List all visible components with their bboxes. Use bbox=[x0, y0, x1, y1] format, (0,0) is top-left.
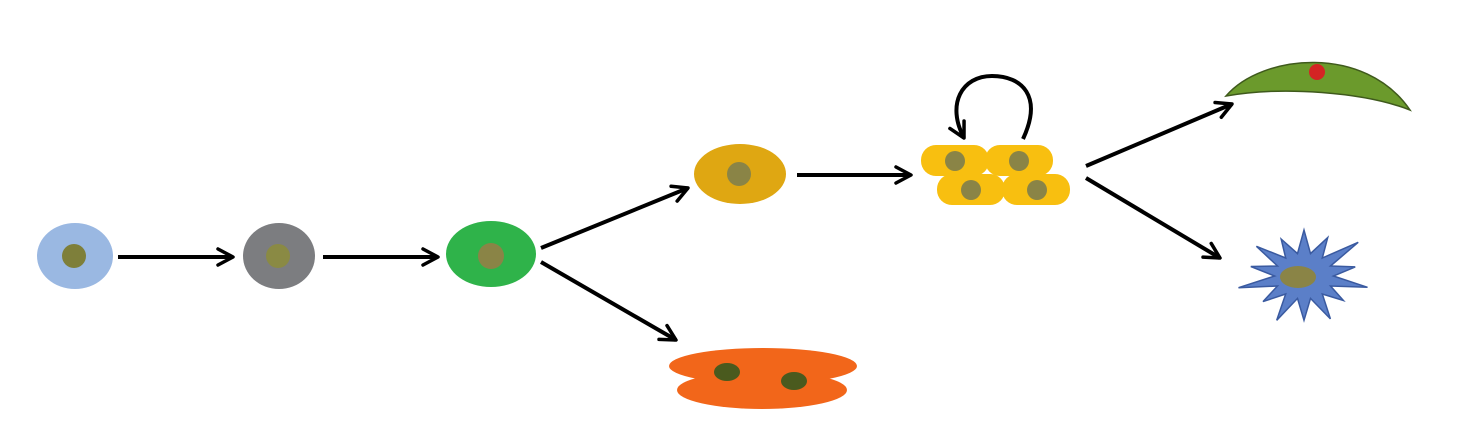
cell-7-body bbox=[1224, 61, 1412, 112]
cell-5-body-lower bbox=[677, 371, 847, 409]
cluster-nucleus-4 bbox=[1027, 180, 1047, 200]
cell-7-nucleus bbox=[1309, 64, 1325, 80]
cluster-nucleus-1 bbox=[945, 151, 965, 171]
arrow-cell-3-to-cell-4 bbox=[540, 184, 690, 250]
cell-1-nucleus bbox=[62, 244, 86, 268]
cell-7 bbox=[1224, 61, 1412, 112]
cell-4 bbox=[694, 144, 786, 204]
arrow-cell-6-to-cell-8 bbox=[1084, 176, 1222, 260]
cell-4-nucleus bbox=[727, 162, 751, 186]
cluster-nucleus-3 bbox=[961, 180, 981, 200]
cell-3-nucleus bbox=[478, 243, 504, 269]
arrows bbox=[118, 73, 1234, 342]
cell-5-nucleus-left bbox=[714, 363, 740, 381]
cell-1 bbox=[37, 223, 113, 289]
cell-2-nucleus bbox=[266, 244, 290, 268]
cluster-nucleus-2 bbox=[1009, 151, 1029, 171]
cell-6-cluster bbox=[921, 145, 1070, 205]
cell-8 bbox=[1238, 227, 1368, 323]
cell-3 bbox=[446, 221, 536, 287]
cell-8-nucleus bbox=[1280, 266, 1316, 288]
cell-2 bbox=[243, 223, 315, 289]
cell-5-nucleus-right bbox=[781, 372, 807, 390]
cell-5 bbox=[669, 348, 857, 409]
arrow-cell-6-to-cell-7 bbox=[1085, 100, 1234, 168]
arrow-cell-3-to-cell-5 bbox=[539, 260, 678, 342]
self-renewal-loop-arrow bbox=[948, 73, 1033, 140]
